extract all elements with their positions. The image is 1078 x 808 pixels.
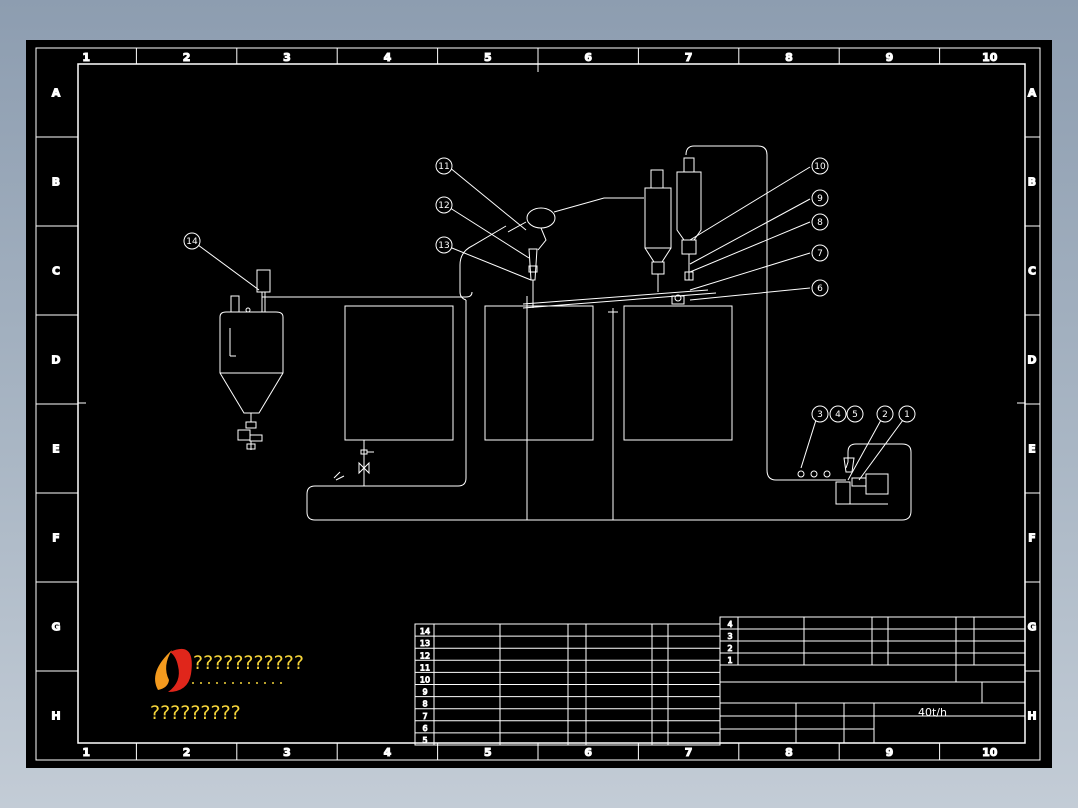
grid-row-label-right: H (1027, 710, 1036, 723)
grid-row-label-right: F (1028, 532, 1036, 545)
logo-text-line2: ????????? (150, 702, 241, 724)
grid-col-label-bottom: 7 (685, 746, 693, 759)
tank-1 (344, 305, 454, 441)
balloon-1: 1 (898, 405, 916, 423)
pump-unit (797, 457, 889, 505)
grid-col-label-top: 3 (283, 51, 291, 64)
balloon-number: 4 (835, 410, 841, 420)
capacity-label: 40t/h (918, 706, 947, 719)
conical-tank (219, 269, 284, 450)
grid-col-label-bottom: 10 (982, 746, 998, 759)
balloon-5: 5 (846, 405, 864, 423)
grid-row-label-left: E (52, 443, 60, 456)
logo-text-line1: ??????????? (193, 652, 304, 674)
balloon-number: 1 (904, 410, 910, 420)
parts-list-item-number: 2 (727, 644, 732, 653)
parts-list-item-number: 14 (420, 627, 430, 636)
grid-row-label-left: C (52, 265, 60, 278)
grid-col-label-bottom: 8 (785, 746, 793, 759)
parts-list-item-number: 4 (727, 620, 732, 629)
tank-3 (623, 305, 733, 441)
company-logo: ??????????? ????????? (150, 648, 304, 724)
balloon-number: 12 (438, 201, 449, 211)
balloon-number: 8 (817, 218, 823, 228)
grid-col-label-bottom: 3 (283, 746, 291, 759)
balloon-12: 12 (435, 196, 453, 214)
balloon-number: 5 (852, 410, 858, 420)
grid-row-label-right: C (1028, 265, 1036, 278)
separator-unit (507, 207, 556, 308)
grid-col-label-top: 6 (584, 51, 592, 64)
balloon-number: 11 (438, 162, 449, 172)
balloon-4: 4 (829, 405, 847, 423)
drain-valve (333, 449, 374, 486)
grid-row-label-left: D (51, 354, 60, 367)
parts-list-item-number: 8 (422, 700, 427, 709)
grid-col-label-bottom: 1 (82, 746, 90, 759)
parts-list-item-number: 5 (422, 736, 427, 745)
balloon-8: 8 (811, 213, 829, 231)
parts-list-item-number: 10 (420, 676, 430, 685)
parts-list-item-number: 12 (420, 651, 430, 660)
cyclone-group (644, 157, 702, 305)
parts-list-right: 4 3 2 1 (719, 616, 1026, 683)
balloon-3: 3 (811, 405, 829, 423)
grid-row-label-right: D (1027, 354, 1036, 367)
parts-list-item-number: 6 (422, 724, 427, 733)
balloon-number: 6 (817, 284, 823, 294)
grid-col-label-bottom: 4 (384, 746, 392, 759)
balloon-6: 6 (811, 279, 829, 297)
balloon-10: 10 (811, 157, 829, 175)
balloon-7: 7 (811, 244, 829, 262)
grid-row-label-left: A (52, 87, 61, 100)
balloon-14: 14 (183, 232, 201, 250)
leader-lines (193, 166, 904, 481)
balloon-number: 7 (817, 249, 823, 259)
parts-list-item-number: 13 (420, 639, 430, 648)
balloon-9: 9 (811, 189, 829, 207)
grid-row-label-left: H (51, 710, 60, 723)
balloon-number: 2 (882, 410, 888, 420)
grid-col-label-bottom: 2 (183, 746, 191, 759)
title-block (719, 681, 1026, 744)
tank-group (344, 296, 733, 520)
grid-col-label-top: 5 (484, 51, 492, 64)
balloon-2: 2 (876, 405, 894, 423)
balloon-number: 3 (817, 410, 823, 420)
balloon-number: 10 (814, 162, 826, 172)
balloon-13: 13 (435, 236, 453, 254)
grid-col-label-bottom: 6 (584, 746, 592, 759)
flame-logo-icon (155, 650, 172, 690)
grid-col-label-top: 10 (982, 51, 998, 64)
grid-row-label-right: B (1028, 176, 1036, 189)
parts-list-item-number: 11 (420, 663, 430, 672)
grid-row-label-right: A (1028, 87, 1037, 100)
balloon-number: 13 (438, 241, 449, 251)
grid-col-label-top: 2 (183, 51, 191, 64)
parts-list-item-number: 7 (422, 712, 427, 721)
grid-col-label-top: 7 (685, 51, 693, 64)
parts-list-item-number: 1 (727, 656, 732, 665)
grid-col-label-bottom: 9 (886, 746, 894, 759)
grid-row-label-left: G (51, 621, 60, 634)
balloon-number: 9 (817, 194, 823, 204)
parts-list-item-number: 3 (727, 632, 732, 641)
grid-col-label-top: 8 (785, 51, 793, 64)
grid-row-label-right: E (1028, 443, 1036, 456)
grid-col-label-top: 9 (886, 51, 894, 64)
grid-col-label-top: 1 (82, 51, 90, 64)
tank-2 (484, 305, 594, 441)
grid-col-label-bottom: 5 (484, 746, 492, 759)
parts-list-left: 14 13 12 11 10 9 8 7 6 5 (414, 623, 721, 746)
parts-list-item-number: 9 (422, 688, 427, 697)
balloon-11: 11 (435, 157, 453, 175)
grid-row-label-left: B (52, 176, 60, 189)
grid-col-label-top: 4 (384, 51, 392, 64)
grid-row-label-left: F (52, 532, 60, 545)
balloon-number: 14 (186, 237, 198, 247)
grid-row-label-right: G (1027, 621, 1036, 634)
